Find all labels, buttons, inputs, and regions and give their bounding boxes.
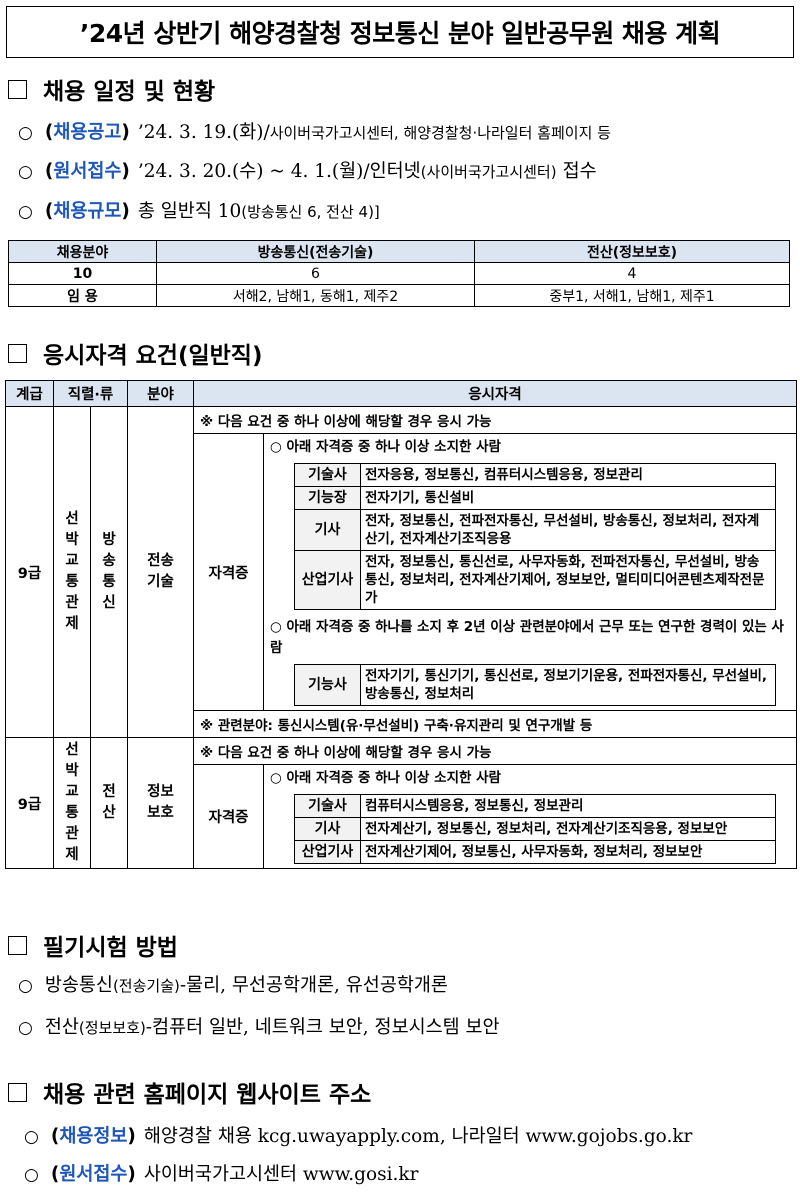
schedule-tag: (원서접수) — [44, 161, 130, 182]
recruitment-table: 채용분야 방송통신(전송기술) 전산(정보보호) 10 6 4 임 용 서해2,… — [8, 240, 790, 307]
checkbox-square-icon — [8, 935, 27, 955]
condition-text: ○ 아래 자격증 중 하나 이상 소지한 사람 — [270, 770, 501, 786]
cert-level: 산업기사 — [294, 840, 361, 864]
cert-list: 전자계산기제어, 정보통신, 사무자동화, 정보처리, 정보보안 — [360, 840, 776, 864]
cert-level: 기술사 — [294, 463, 361, 487]
cert-list: 전자응용, 정보통신, 컴퓨터시스템응용, 정보관리 — [360, 463, 776, 487]
cert-level: 기능사 — [294, 664, 361, 706]
exam-subfield: (정보보호) — [78, 1019, 146, 1037]
grade-cell: 9급 — [5, 737, 54, 869]
bullet-circle-icon: ○ — [18, 1018, 33, 1038]
schedule-detail: (사이버국가고시센터) — [420, 163, 557, 181]
checkbox-square-icon — [8, 79, 27, 99]
table-cell: 중부1, 서해1, 남해1, 제주1 — [474, 284, 790, 307]
exam-item: ○ 방송통신 (전송기술) -물리, 무선공학개론, 유선공학개론 — [18, 971, 448, 997]
table-header: 계급 — [5, 380, 54, 407]
table-header: 채용분야 — [8, 240, 157, 263]
bullet-circle-icon: ○ — [24, 1165, 39, 1185]
schedule-item: ○ (채용규모) 총 일반직 10 (방송통신 6, 전산 4)] — [18, 197, 380, 223]
cert-level: 기사 — [294, 509, 361, 551]
qualification-table: 계급 직렬·류 분야 응시자격 9급 선박교통관제 방송통신 전송기술 ※ 다음… — [5, 380, 797, 869]
web-item: ○ (원서접수) 사이버국가고시센터 www.gosi.kr — [24, 1160, 418, 1186]
schedule-tail: 접수 — [562, 161, 597, 182]
cert-list: 전자기기, 통신기기, 통신선로, 정보기기운용, 전파전자통신, 무선설비, … — [360, 664, 776, 706]
series-cell: 선박교통관제 — [53, 406, 91, 738]
field-cell: 전송기술 — [127, 406, 194, 738]
section-title: 필기시험 방법 — [43, 935, 178, 961]
note-bottom: ※ 관련분야: 통신시스템(유·무선설비) 구축·유지관리 및 연구개발 등 — [193, 710, 797, 738]
exam-subjects: -물리, 무선공학개론, 유선공학개론 — [179, 975, 448, 996]
note-top: ※ 다음 요건 중 하나 이상에 해당할 경우 응시 가능 — [193, 406, 797, 434]
cert-list: 전자, 정보통신, 통신선로, 사무자동화, 전파전자통신, 무선설비, 방송통… — [360, 550, 776, 610]
cert-list: 전자계산기, 정보통신, 정보처리, 전자계산기조직응용, 정보보안 — [360, 817, 776, 841]
web-link[interactable]: 사이버국가고시센터 www.gosi.kr — [143, 1164, 419, 1185]
schedule-date: ’24. 3. 20.(수) ~ 4. 1.(월)/인터넷 — [137, 161, 421, 182]
table-header: 분야 — [127, 380, 194, 407]
exam-item: ○ 전산 (정보보호) -컴퓨터 일반, 네트워크 보안, 정보시스템 보안 — [18, 1013, 500, 1039]
checkbox-square-icon — [8, 343, 27, 363]
section-websites-heading: 채용 관련 홈페이지 웹사이트 주소 — [8, 1075, 371, 1109]
condition-text: ○ 아래 자격증 중 하나를 소지 후 2년 이상 관련분야에서 근무 또는 연… — [270, 619, 784, 656]
cert-level: 기사 — [294, 817, 361, 841]
cert-list: 컴퓨터시스템응용, 정보통신, 정보관리 — [360, 794, 776, 818]
section-qualification-heading: 응시자격 요건(일반직) — [8, 336, 262, 370]
field-cell: 정보보호 — [127, 737, 194, 869]
schedule-detail: 사이버국가고시센터, 해양경찰청·나라일터 홈페이지 등 — [269, 124, 611, 142]
web-item: ○ (채용정보) 해양경찰 채용 kcg.uwayapply.com, 나라일터… — [24, 1122, 692, 1148]
page-title: ’24년 상반기 해양경찰청 정보통신 분야 일반공무원 채용 계획 — [6, 6, 794, 58]
schedule-item: ○ (채용공고) ’24. 3. 19.(화)/ 사이버국가고시센터, 해양경찰… — [18, 118, 611, 144]
web-link[interactable]: 해양경찰 채용 kcg.uwayapply.com, 나라일터 www.gojo… — [143, 1126, 693, 1147]
section-exam-heading: 필기시험 방법 — [8, 928, 178, 962]
table-cell: 4 — [474, 262, 790, 285]
cert-level: 기능장 — [294, 486, 361, 510]
bullet-circle-icon: ○ — [18, 162, 33, 182]
cert-list: 전자, 정보통신, 전파전자통신, 무선설비, 방송통신, 정보처리, 전자계산… — [360, 509, 776, 551]
note-top: ※ 다음 요건 중 하나 이상에 해당할 경우 응시 가능 — [193, 737, 797, 765]
section-title: 채용 관련 홈페이지 웹사이트 주소 — [43, 1082, 372, 1108]
schedule-detail: (방송통신 6, 전산 4)] — [241, 203, 380, 221]
table-cell: 서해2, 남해1, 동해1, 제주2 — [156, 284, 475, 307]
bullet-circle-icon: ○ — [18, 123, 33, 143]
bullet-circle-icon: ○ — [18, 202, 33, 222]
table-header: 응시자격 — [193, 380, 797, 407]
cert-list: 전자기기, 통신설비 — [360, 486, 776, 510]
table-header: 직렬·류 — [53, 380, 128, 407]
grade-cell: 9급 — [5, 406, 54, 738]
exam-subjects: -컴퓨터 일반, 네트워크 보안, 정보시스템 보안 — [145, 1017, 500, 1038]
schedule-tag: (채용규모) — [44, 201, 130, 222]
schedule-tag: (채용공고) — [44, 122, 130, 143]
exam-field: 전산 — [44, 1017, 79, 1038]
checkbox-square-icon — [8, 1082, 27, 1102]
class-cell: 전산 — [90, 737, 128, 869]
schedule-date: ’24. 3. 19.(화)/ — [137, 122, 270, 143]
table-header: 전산(정보보호) — [474, 240, 790, 263]
qual-label-cell: 자격증 — [193, 433, 264, 711]
table-cell: 10 — [8, 262, 157, 285]
schedule-item: ○ (원서접수) ’24. 3. 20.(수) ~ 4. 1.(월)/인터넷 (… — [18, 157, 597, 183]
qual-label-cell: 자격증 — [193, 764, 264, 869]
web-tag: (채용정보) — [50, 1126, 136, 1147]
bullet-circle-icon: ○ — [24, 1127, 39, 1147]
web-tag: (원서접수) — [50, 1164, 136, 1185]
schedule-text: 총 일반직 10 — [137, 201, 242, 222]
cert-level: 산업기사 — [294, 550, 361, 610]
class-cell: 방송통신 — [90, 406, 128, 738]
section-schedule-heading: 채용 일정 및 현황 — [8, 72, 215, 106]
cert-level: 기술사 — [294, 794, 361, 818]
section-title: 채용 일정 및 현황 — [43, 79, 216, 105]
section-title: 응시자격 요건(일반직) — [43, 343, 263, 369]
table-header: 방송통신(전송기술) — [156, 240, 475, 263]
bullet-circle-icon: ○ — [18, 976, 33, 996]
table-cell: 6 — [156, 262, 475, 285]
table-cell: 임 용 — [8, 284, 157, 307]
condition-text: ○ 아래 자격증 중 하나 이상 소지한 사람 — [270, 439, 501, 455]
series-cell: 선박교통관제 — [53, 737, 91, 869]
exam-subfield: (전송기술) — [112, 977, 180, 995]
exam-field: 방송통신 — [44, 975, 113, 996]
